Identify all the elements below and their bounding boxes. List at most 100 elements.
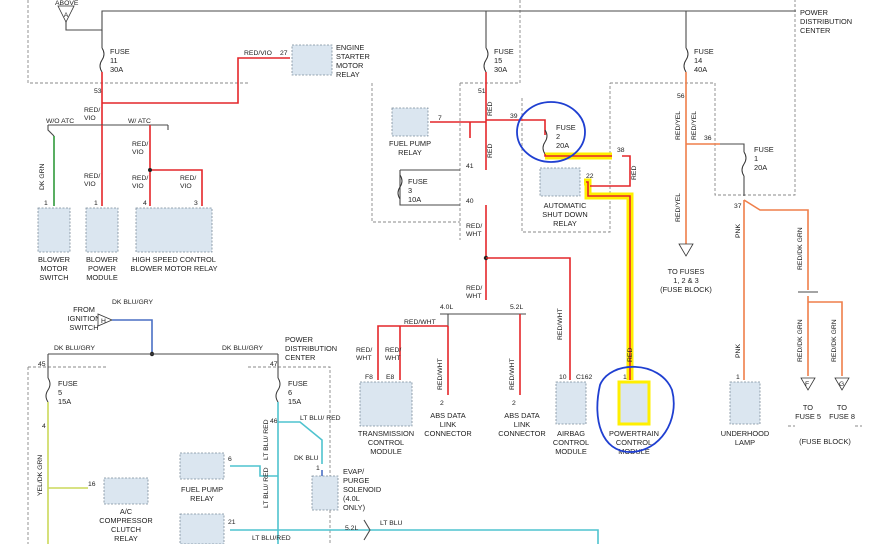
airbag-l1: AIRBAG — [557, 429, 585, 438]
high-speed-relay — [135, 207, 213, 253]
wire-hs-relay — [149, 125, 203, 206]
fuse-11-l3: 30A — [110, 65, 123, 74]
asd-relay-box — [539, 167, 581, 197]
red-dkgrn-b: RED/DK GRN — [797, 319, 804, 362]
pin-47: 47 — [270, 361, 278, 368]
hs-wire-l3: RED/ — [132, 175, 148, 182]
w-atc-label: W/ ATC — [128, 118, 151, 125]
dkblugry-ign: DK BLU/GRY — [112, 299, 154, 306]
evap-solenoid-box — [311, 475, 339, 511]
dk-grn-label: DK GRN — [39, 163, 46, 190]
hsr-l1: HIGH SPEED CONTROL — [132, 255, 216, 264]
fuse-1-l1: FUSE — [754, 145, 774, 154]
annotation-circle-fuse2 — [516, 101, 586, 163]
fuse-11-l1: FUSE — [110, 47, 130, 56]
above-letter: A — [64, 12, 69, 19]
pin-4b: 4 — [42, 423, 46, 430]
fuse-2-l3: 20A — [556, 141, 569, 150]
ltblured-c: LT BLU/ RED — [263, 419, 270, 460]
tofuse5-l1: TO — [803, 403, 813, 412]
pdc-mid-outline — [459, 0, 521, 240]
engine-starter-relay — [291, 44, 333, 76]
fuse-1-l3: 20A — [754, 163, 767, 172]
pdc-top-l1: POWER — [800, 8, 828, 17]
red-wht-v3: RED/ — [466, 285, 482, 292]
fuse-1-l2: 1 — [754, 154, 758, 163]
ac-l1: A/C — [120, 507, 133, 516]
red-yel-a: RED/YEL — [675, 111, 682, 140]
evap-l5: ONLY) — [343, 503, 365, 512]
ign-l3: SWITCH — [69, 323, 98, 332]
red-wht-v2: WHT — [466, 231, 481, 238]
hsr-l2: BLOWER MOTOR RELAY — [130, 264, 217, 273]
asd-l1: AUTOMATIC — [544, 201, 588, 210]
tcm-l1: TRANSMISSION — [358, 429, 414, 438]
ign-letter: H — [101, 318, 106, 325]
wire-red-dkgrn — [743, 199, 809, 290]
tofuses-l2: 1, 2 & 3 — [673, 276, 698, 285]
wire-tcm — [377, 325, 449, 395]
pin-1a: 1 — [44, 200, 48, 207]
hs-wire-l4: VIO — [132, 183, 144, 190]
pdc-right-outline — [714, 0, 796, 196]
pin-37: 37 — [734, 203, 742, 210]
fuel-pump-relay-bot — [179, 452, 225, 480]
fuse-6-l1: FUSE — [288, 379, 308, 388]
pin-3: 3 — [194, 200, 198, 207]
abs1-l3: CONNECTOR — [424, 429, 472, 438]
fpr-bot-l2: RELAY — [190, 494, 214, 503]
pin-27: 27 — [280, 50, 288, 57]
tcm-l3: MODULE — [370, 447, 402, 456]
to-fuse8-arrow-icon — [834, 377, 850, 391]
wire-f-g — [807, 296, 843, 376]
wire-fuel-pump-relay — [430, 121, 486, 138]
bpm-wire-l1: RED/ — [84, 173, 100, 180]
fuse-14-l1: FUSE — [694, 47, 714, 56]
fuse-block-label: (FUSE BLOCK) — [799, 437, 851, 446]
pdc-top-l2: DISTRIBUTION — [800, 17, 852, 26]
wire-to-fuse2 — [486, 119, 546, 135]
red-label-4: RED — [627, 348, 634, 362]
annotation-circle-pcm — [596, 365, 675, 453]
red-label-3: RED — [631, 166, 638, 180]
bms-l3: SWITCH — [39, 273, 68, 282]
pdc-left-l3: CENTER — [285, 353, 315, 362]
evap-l3: SOLENOID — [343, 485, 381, 494]
fuse-2-l1: FUSE — [556, 123, 576, 132]
ign-l2: IGNITION — [68, 314, 101, 323]
uhl-l2: LAMP — [735, 438, 755, 447]
wire-red-vio-label: RED/VIO — [244, 50, 272, 57]
ac-l3: CLUTCH — [111, 525, 141, 534]
dkblugry-a: DK BLU/GRY — [54, 345, 96, 352]
splice-dot — [148, 168, 152, 172]
pin-21: 21 — [228, 519, 236, 526]
ign-l1: FROM — [73, 305, 95, 314]
esmr-l4: RELAY — [336, 70, 360, 79]
pin-41: 41 — [466, 163, 474, 170]
red-wht-abs1: RED/WHT — [437, 358, 444, 390]
fuse-1-icon — [741, 151, 747, 177]
evap-l2: PURGE — [343, 476, 369, 485]
fuse-15-l1: FUSE — [494, 47, 514, 56]
tcm-w3: RED/ — [385, 347, 401, 354]
bpm-l3: MODULE — [86, 273, 118, 282]
fuse-6-l2: 6 — [288, 388, 292, 397]
red-wht-h: RED/WHT — [404, 319, 436, 326]
pin-1-evap: 1 — [316, 465, 320, 472]
fuse-3-l1: FUSE — [408, 177, 428, 186]
pin-1b: 1 — [94, 200, 98, 207]
ignition-arrow-icon — [97, 313, 114, 327]
pnk-b: PNK — [735, 344, 742, 358]
tofuse8-l2: FUSE 8 — [829, 412, 855, 421]
v52b-label: 5.2L — [345, 525, 358, 532]
pin-4: 4 — [143, 200, 147, 207]
fuse-5-l2: 5 — [58, 388, 62, 397]
wo-atc-label: W/O ATC — [46, 118, 74, 125]
pcm-l1: POWERTRAIN — [609, 429, 659, 438]
fuse-5-l1: FUSE — [58, 379, 78, 388]
red-yel-b: RED/YEL — [691, 111, 698, 140]
fpr-bot-l1: FUEL PUMP — [181, 485, 223, 494]
airbag-l2: CONTROL — [553, 438, 589, 447]
dk-blu-label: DK BLU — [294, 455, 319, 462]
